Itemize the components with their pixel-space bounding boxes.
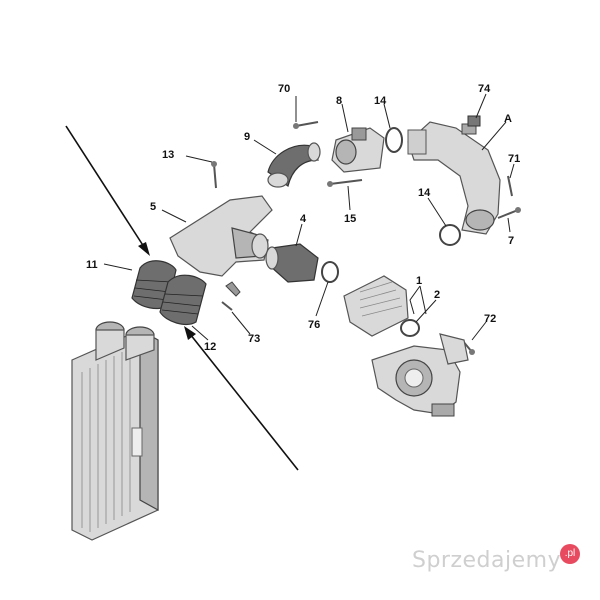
label-72: 72 [484, 313, 496, 325]
label-14-upper: 14 [374, 95, 387, 107]
o-ring-14-upper [385, 127, 403, 153]
elbow-hose-9 [267, 142, 321, 188]
label-2: 2 [434, 289, 440, 301]
throttle-body-8 [331, 127, 385, 173]
o-ring-14-lower [439, 224, 461, 246]
label-8: 8 [336, 95, 342, 107]
turbocharger [371, 333, 469, 417]
bolt-13 [211, 161, 217, 189]
label-7: 7 [508, 235, 514, 247]
bolt-7 [497, 207, 521, 219]
label-12: 12 [204, 341, 216, 353]
hose-4 [265, 243, 319, 283]
watermark: Sprzedajemy [412, 548, 562, 573]
label-14-lower: 14 [418, 187, 431, 199]
label-5: 5 [150, 201, 156, 213]
part-1 [343, 275, 409, 337]
intercooler [71, 321, 159, 541]
label-11: 11 [86, 259, 98, 271]
arrow-upper [65, 125, 150, 256]
label-70: 70 [278, 83, 290, 95]
label-1: 1 [416, 275, 422, 287]
seal-2 [400, 319, 420, 337]
hose-12 [159, 274, 207, 325]
bolt-70 [293, 121, 319, 129]
label-74: 74 [478, 83, 491, 95]
bracket-73 [221, 281, 241, 311]
manifold-pipe-a [407, 121, 501, 235]
label-13: 13 [162, 149, 174, 161]
label-4: 4 [300, 213, 307, 225]
pipe-assembly-5 [169, 195, 273, 277]
label-15: 15 [344, 213, 356, 225]
o-ring-76 [321, 261, 339, 283]
label-a: A [504, 113, 512, 125]
label-9: 9 [244, 131, 250, 143]
watermark-badge: .pl [560, 544, 580, 564]
label-71: 71 [508, 153, 520, 165]
bolt-15 [327, 179, 363, 187]
leader-lines [103, 93, 515, 341]
label-76: 76 [308, 319, 320, 331]
label-73: 73 [248, 333, 260, 345]
nut-74 [467, 115, 481, 127]
bolt-71 [507, 175, 513, 197]
arrow-lower [184, 326, 299, 471]
